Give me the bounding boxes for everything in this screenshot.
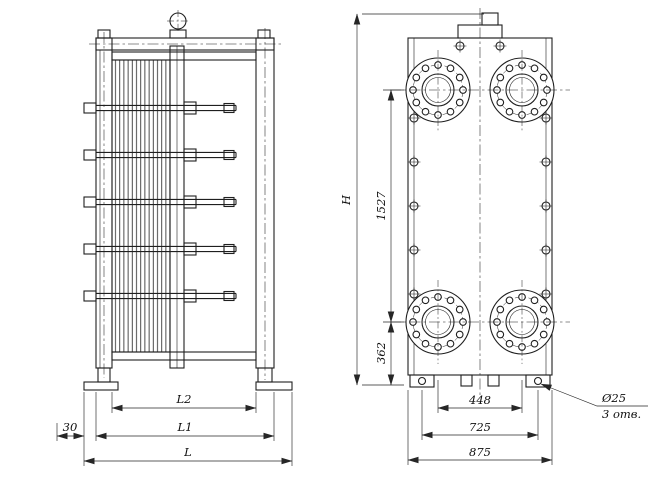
side-view xyxy=(83,10,293,391)
right-foot xyxy=(525,374,551,388)
side-bolt xyxy=(406,154,422,170)
dimensions-side-view: L2 L1 L 30 xyxy=(56,392,293,466)
dim-label-448: 448 xyxy=(468,393,491,407)
dim-label-875: 875 xyxy=(469,445,491,459)
dim-label-l1: L1 xyxy=(177,420,193,434)
side-bolt xyxy=(406,198,422,214)
dimensions-front-view: H 1527 362 448 725 875 Ø25 3 отв. xyxy=(339,13,648,465)
lifting-eye-centerlines xyxy=(167,10,189,33)
side-bolt xyxy=(538,198,554,214)
top-bolt xyxy=(492,38,508,54)
lifting-bracket-lug xyxy=(481,12,499,26)
port-row-centerlines xyxy=(390,89,570,323)
left-foot-hole xyxy=(417,376,427,386)
dim-label-h: H xyxy=(339,194,353,206)
ext-lines-l xyxy=(83,392,293,466)
hole-callout-count: 3 отв. xyxy=(602,407,641,421)
ext-lines-725 xyxy=(421,390,539,440)
dim-label-725: 725 xyxy=(469,420,491,434)
dim-label-1527: 1527 xyxy=(374,191,388,221)
lifting-eye-support xyxy=(169,29,187,39)
right-foot-hole xyxy=(533,376,543,386)
front-foot-base xyxy=(83,381,119,391)
center-tab-right xyxy=(487,374,500,387)
ext-lines-h xyxy=(362,13,484,386)
front-view xyxy=(390,8,570,396)
dim-label-362: 362 xyxy=(374,342,388,364)
dim-label-l2: L2 xyxy=(176,392,192,406)
dim-label-30: 30 xyxy=(63,420,78,434)
center-tab-left xyxy=(460,374,473,387)
column-top-stub xyxy=(257,29,271,39)
top-bolt xyxy=(452,38,468,54)
side-bolt xyxy=(538,154,554,170)
dim-label-l: L xyxy=(183,445,192,459)
hole-callout-diameter: Ø25 xyxy=(601,391,626,405)
side-bolt xyxy=(406,242,422,258)
ext-lines-875 xyxy=(407,390,553,465)
hole-callout-leader xyxy=(540,383,648,407)
left-foot xyxy=(409,374,435,388)
side-bolt xyxy=(538,242,554,258)
plate-pack xyxy=(111,59,171,353)
rear-foot-base xyxy=(255,381,293,391)
